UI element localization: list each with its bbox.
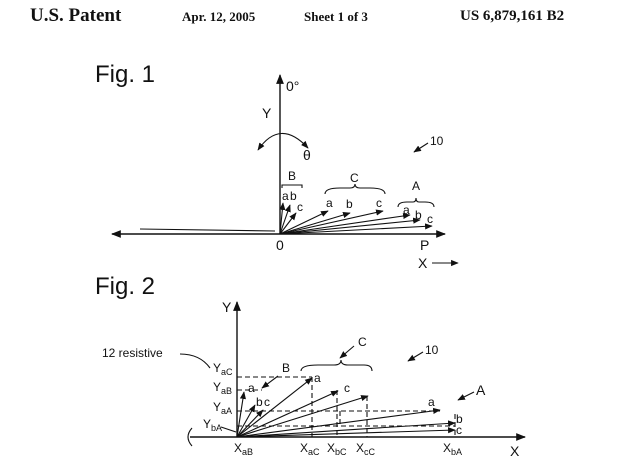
figure-2: Fig. 2 Y X 12 resistive 10 YaC YaB YaA Y…: [95, 273, 526, 458]
patent-header: U.S. Patent Apr. 12, 2005 Sheet 1 of 3 U…: [0, 0, 640, 30]
fig1-a-b: b: [415, 208, 422, 222]
fig1-vector-c-c: [279, 209, 384, 235]
fig2-bracket-c: [300, 359, 373, 372]
fig1-rotation-arc: [257, 133, 309, 151]
fig1-vector-b-b: [279, 204, 291, 235]
fig2-vector-c-c: [236, 395, 369, 438]
fig2-vector-c-b: [236, 390, 339, 438]
fig2-vector-a-b: [236, 420, 456, 438]
fig1-zero-degree: 0°: [286, 78, 299, 94]
fig2-vector-c-a: [236, 377, 313, 438]
fig2-vector-b-a: [236, 391, 246, 438]
fig1-label: Fig. 1: [95, 61, 155, 88]
fig1-vector-b-a: [279, 202, 286, 235]
fig1-ref-10: 10: [430, 134, 444, 148]
fig1-bracket-a: [397, 197, 435, 208]
fig2-label: Fig. 2: [95, 273, 155, 300]
fig1-vector-c-a: [279, 210, 329, 235]
fig1-b-c: c: [297, 200, 303, 214]
fig2-a-a: a: [428, 395, 435, 409]
fig1-bracket-c: [324, 183, 386, 195]
sheet-number: Sheet 1 of 3: [304, 9, 368, 24]
fig1-vector-c-b: [279, 212, 351, 235]
fig1-c-b: b: [346, 197, 353, 211]
fig2-label-xab: XaB: [234, 441, 253, 457]
fig2-b-a: a: [248, 381, 255, 395]
fig1-bracket-b: [281, 184, 303, 188]
figure-1: Fig. 1 0° Y θ 10 B a b c C a b c A: [95, 61, 459, 271]
fig1-vector-a-a: [279, 212, 411, 235]
fig2-label-xba: XbA: [443, 441, 462, 457]
fig1-left-vector: [139, 228, 276, 232]
fig2-group-b-pointer: [261, 375, 279, 389]
fig1-c-c: c: [376, 196, 382, 210]
fig1-b-a: a: [282, 189, 289, 203]
fig1-b-b: b: [290, 189, 297, 203]
fig2-group-a-pointer: [457, 391, 475, 401]
fig2-ref-10: 10: [425, 343, 439, 357]
fig2-a-b: b: [456, 412, 463, 426]
fig2-vector-b-b: [236, 404, 256, 438]
fig2-b-c: c: [264, 395, 270, 409]
fig1-y-label: Y: [262, 105, 272, 121]
fig1-p-label: P: [420, 237, 429, 253]
fig2-label-yac: YaC: [213, 361, 233, 377]
patent-date: Apr. 12, 2005: [182, 9, 256, 24]
fig2-y-label: Y: [222, 299, 232, 315]
fig2-group-c: C: [358, 335, 367, 349]
fig1-c-a: a: [326, 196, 333, 210]
fig2-resistive-pointer: [179, 353, 211, 369]
fig2-b-b: b: [256, 395, 263, 409]
fig2-axis-break: [187, 427, 193, 447]
fig2-resistive-label: 12 resistive: [102, 346, 163, 360]
fig1-a-a: a: [403, 203, 410, 217]
fig2-label-yab: YaB: [213, 380, 232, 396]
fig1-group-c: C: [350, 171, 359, 185]
fig1-x-label: X: [418, 255, 428, 271]
fig2-a-c: c: [456, 423, 462, 437]
fig1-vector-a-c: [279, 223, 433, 235]
fig2-vector-a-a: [236, 407, 441, 438]
fig1-origin: 0: [276, 237, 284, 253]
patent-number: US 6,879,161 B2: [460, 8, 565, 24]
fig1-ref-pointer: [413, 142, 429, 153]
fig1-vector-b-c: [279, 212, 297, 235]
fig2-c-a: a: [314, 371, 321, 385]
fig2-group-c-pointer: [339, 345, 355, 359]
fig1-theta: θ: [303, 147, 311, 163]
fig2-label-yba: YbA: [203, 417, 222, 433]
patent-title: U.S. Patent: [30, 5, 122, 26]
fig2-vector-a-c: [236, 427, 456, 438]
fig2-vector-b-c: [236, 409, 264, 438]
fig2-ref-pointer: [407, 351, 424, 362]
fig2-c-c: c: [344, 381, 350, 395]
fig1-vector-a-b: [279, 217, 421, 235]
fig2-label-xcc: XcC: [356, 441, 376, 457]
fig2-x-label: X: [510, 443, 520, 458]
fig2-label-xac: XaC: [300, 441, 320, 457]
fig1-a-c: c: [427, 212, 433, 226]
fig2-yba-pointer: [220, 426, 237, 433]
fig1-group-a: A: [412, 179, 420, 193]
fig1-group-b: B: [288, 169, 296, 183]
fig2-group-a: A: [476, 382, 486, 398]
fig2-label-xbc: XbC: [327, 441, 347, 457]
fig2-group-b: B: [282, 361, 290, 375]
fig2-label-yaa: YaA: [213, 400, 232, 416]
